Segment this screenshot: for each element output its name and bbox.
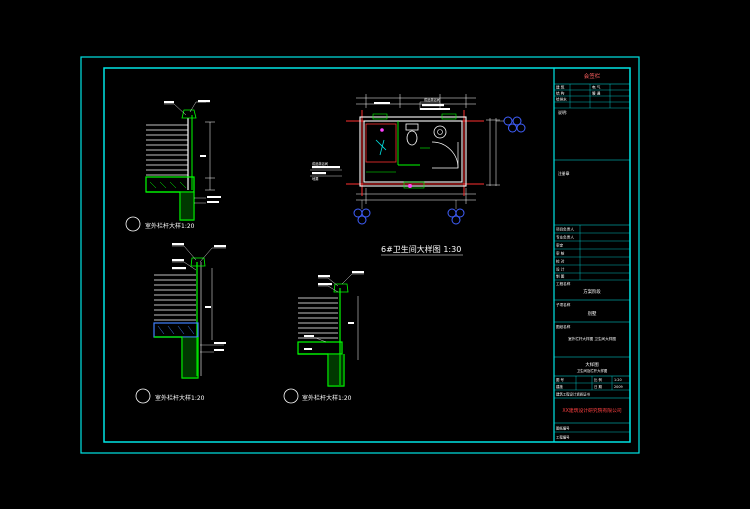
approval-row-4: 电 气 [592, 85, 601, 90]
bathroom-label-2: 地漏 [312, 176, 318, 181]
axis-bubble-top-right-2 [512, 116, 522, 126]
content-label: 图纸名称 [556, 324, 571, 329]
number-label: 图 号 [556, 377, 564, 382]
outer-frame [80, 56, 640, 454]
notes-label: 说明: [558, 109, 567, 115]
railing-detail-2: 室外栏杆大样1:20 [135, 243, 226, 404]
sign-row-7: 制 图 [556, 274, 565, 279]
axis-bubble-bottom-left-2 [361, 208, 371, 218]
signature-grid [554, 225, 630, 281]
stamp-label: 注册章 [558, 171, 570, 176]
company-name: XX建筑设计研究院有限公司 [562, 407, 622, 414]
scale-label: 比 例 [594, 377, 602, 382]
railing-title-2: 室外栏杆大样1:20 [155, 394, 205, 402]
railing-title-1: 室外栏杆大样1:20 [145, 222, 195, 230]
sign-row-6: 设 计 [556, 267, 565, 272]
approval-row-3: 给排水 [556, 97, 567, 102]
drawing-sub: 卫生间及栏杆大样图 [577, 368, 608, 373]
axis-bubble-bottom-left-3 [357, 215, 367, 225]
date-label: 日 期 [594, 384, 602, 389]
detail-marker-1 [125, 216, 141, 232]
title-block: 会签栏 建 筑 结 构 给排水 电 气 暖 通 说明: 注册章 [553, 68, 630, 442]
drawing-name: 大样图 [585, 361, 599, 368]
sign-row-5: 校 对 [556, 259, 565, 264]
approval-row-1: 建 筑 [556, 85, 565, 90]
bathroom-label-3: 成品淋浴间 [424, 97, 440, 102]
footer-row-2: 工程编号 [556, 435, 570, 440]
bathroom-label-1: 成品淋浴间 [312, 161, 328, 166]
axis-bubble-top-right-4 [516, 123, 526, 133]
axis-bubble-bottom-right-2 [455, 208, 465, 218]
inner-frame [103, 67, 631, 443]
railing-detail-3: 室外栏杆大样1:20 [283, 271, 364, 404]
axis-bubble-top-right-1 [503, 116, 513, 126]
bathroom-title: 6#卫生间大样图 1:30 [381, 244, 461, 254]
title-block-header: 会签栏 [584, 72, 601, 80]
content-value: 室外栏杆大样图 卫生间大样图 [568, 336, 616, 341]
approval-grid [554, 84, 630, 109]
footer-row-1: 图纸编号 [556, 426, 570, 431]
railing-detail-1: 室外栏杆大样1:20 [125, 100, 221, 232]
approval-row-2: 结 构 [556, 91, 565, 96]
detail-marker-3 [283, 388, 299, 404]
number-value: 建施 [556, 384, 563, 389]
detail-marker-2 [135, 388, 151, 404]
date-value: 2009 [614, 385, 623, 389]
axis-bubble-top-right-3 [508, 123, 517, 133]
sign-row-3: 审定 [556, 243, 564, 248]
design-stage-value: 方案阶段 [583, 288, 601, 295]
design-stage-label: 工程名称 [556, 281, 571, 286]
railing-title-3: 室外栏杆大样1:20 [302, 394, 352, 402]
axis-bubble-bottom-right-3 [451, 215, 461, 225]
item-value: 别墅 [588, 310, 597, 317]
approval-row-5: 暖 通 [592, 91, 601, 96]
item-label: 子项名称 [556, 302, 571, 307]
bathroom-plan: 成品淋浴间 地漏 成品淋浴间 6#卫生间大样图 1:30 [310, 94, 526, 256]
sign-row-4: 审 核 [556, 251, 565, 256]
sign-row-1: 项目负责人 [556, 227, 574, 232]
sign-row-2: 专业负责人 [556, 235, 574, 240]
cert-label: 建筑工程设计资质证书 [556, 392, 591, 397]
scale-value: 1:20 [614, 378, 622, 382]
